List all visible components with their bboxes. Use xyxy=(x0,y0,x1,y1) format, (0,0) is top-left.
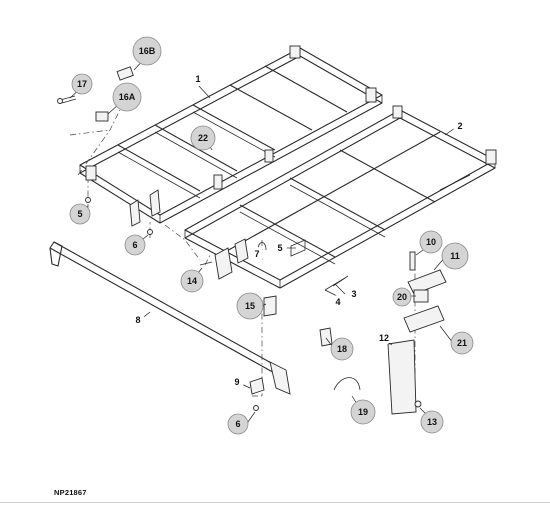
frame-front-plate xyxy=(85,165,97,181)
callout-6-left: 6 xyxy=(124,234,146,256)
clip-19 xyxy=(333,377,361,391)
callout-7: 7 xyxy=(250,247,264,261)
plate-9 xyxy=(249,377,265,395)
clamp-5 xyxy=(290,239,306,257)
svg-text:20: 20 xyxy=(397,292,407,302)
svg-text:19: 19 xyxy=(358,407,368,417)
nut-13 xyxy=(414,400,422,408)
clamp-11 xyxy=(407,269,447,295)
nut-6-right xyxy=(253,405,259,411)
nut-5-left xyxy=(85,197,91,203)
callout-1: 1 xyxy=(191,72,205,86)
callout-8: 8 xyxy=(131,313,145,327)
clamp-21 xyxy=(403,305,445,333)
svg-text:5: 5 xyxy=(77,209,82,219)
callout-18: 18 xyxy=(330,337,354,361)
svg-text:17: 17 xyxy=(77,79,87,89)
svg-text:12: 12 xyxy=(379,333,389,343)
svg-text:16A: 16A xyxy=(119,92,136,102)
frame-end-plate xyxy=(365,87,377,103)
axle-bar-part-8 xyxy=(49,241,291,395)
callout-22: 22 xyxy=(190,125,216,151)
svg-text:16B: 16B xyxy=(139,46,156,56)
rear-frame-part-2 xyxy=(184,105,497,289)
bracket-12 xyxy=(387,339,417,415)
callout-6-right: 6 xyxy=(227,413,249,435)
svg-text:6: 6 xyxy=(235,419,240,429)
main-frame-part-1 xyxy=(79,45,383,227)
callout-10: 10 xyxy=(419,230,443,254)
callout-16a: 16A xyxy=(112,82,142,112)
callouts: 1 2 3 4 5 5 6 6 7 8 9 10 11 12 13 14 15 … xyxy=(69,36,474,435)
svg-text:1: 1 xyxy=(195,74,200,84)
svg-text:6: 6 xyxy=(132,240,137,250)
spacer-20 xyxy=(413,289,429,303)
hardware-parts xyxy=(57,66,447,415)
callout-12: 12 xyxy=(377,331,391,345)
svg-text:4: 4 xyxy=(335,297,340,307)
svg-text:7: 7 xyxy=(254,249,259,259)
svg-text:11: 11 xyxy=(450,251,460,261)
callout-17: 17 xyxy=(71,73,93,95)
callout-4: 4 xyxy=(331,295,345,309)
svg-text:22: 22 xyxy=(198,133,208,143)
callout-2: 2 xyxy=(453,119,467,133)
pad-15 xyxy=(263,295,277,317)
bottom-divider xyxy=(0,502,550,503)
figure-code: NP21867 xyxy=(54,488,87,497)
callout-9: 9 xyxy=(230,375,244,389)
frame-corner-plate xyxy=(289,45,301,59)
callout-14: 14 xyxy=(180,269,204,293)
svg-text:14: 14 xyxy=(187,276,197,286)
svg-text:2: 2 xyxy=(457,121,462,131)
svg-text:10: 10 xyxy=(426,237,436,247)
bolt-10 xyxy=(409,251,416,271)
frame-mid-plate xyxy=(264,149,274,163)
callout-15: 15 xyxy=(236,292,264,320)
rear-frame-end-plate xyxy=(485,149,497,165)
svg-text:8: 8 xyxy=(135,315,140,325)
callout-11: 11 xyxy=(441,242,469,270)
rear-frame-corner-plate xyxy=(392,105,403,119)
plate-16a xyxy=(95,111,109,122)
callout-19: 19 xyxy=(350,399,376,425)
callout-5-clamp: 5 xyxy=(273,241,287,255)
svg-text:9: 9 xyxy=(234,377,239,387)
svg-text:21: 21 xyxy=(457,338,467,348)
svg-text:15: 15 xyxy=(245,301,255,311)
svg-text:18: 18 xyxy=(337,344,347,354)
callout-20: 20 xyxy=(392,287,412,307)
svg-text:5: 5 xyxy=(277,243,282,253)
frame-center-plate xyxy=(213,174,223,190)
callout-16b: 16B xyxy=(132,36,162,66)
bolt-17 xyxy=(57,98,63,104)
callout-21: 21 xyxy=(450,331,474,355)
callout-3: 3 xyxy=(347,287,361,301)
callout-13: 13 xyxy=(420,410,444,434)
callout-5-nut: 5 xyxy=(69,203,91,225)
bolt-14 xyxy=(199,261,213,266)
plate-16b xyxy=(116,66,134,81)
nut-6-left xyxy=(147,229,153,235)
svg-text:3: 3 xyxy=(351,289,356,299)
svg-text:13: 13 xyxy=(427,417,437,427)
